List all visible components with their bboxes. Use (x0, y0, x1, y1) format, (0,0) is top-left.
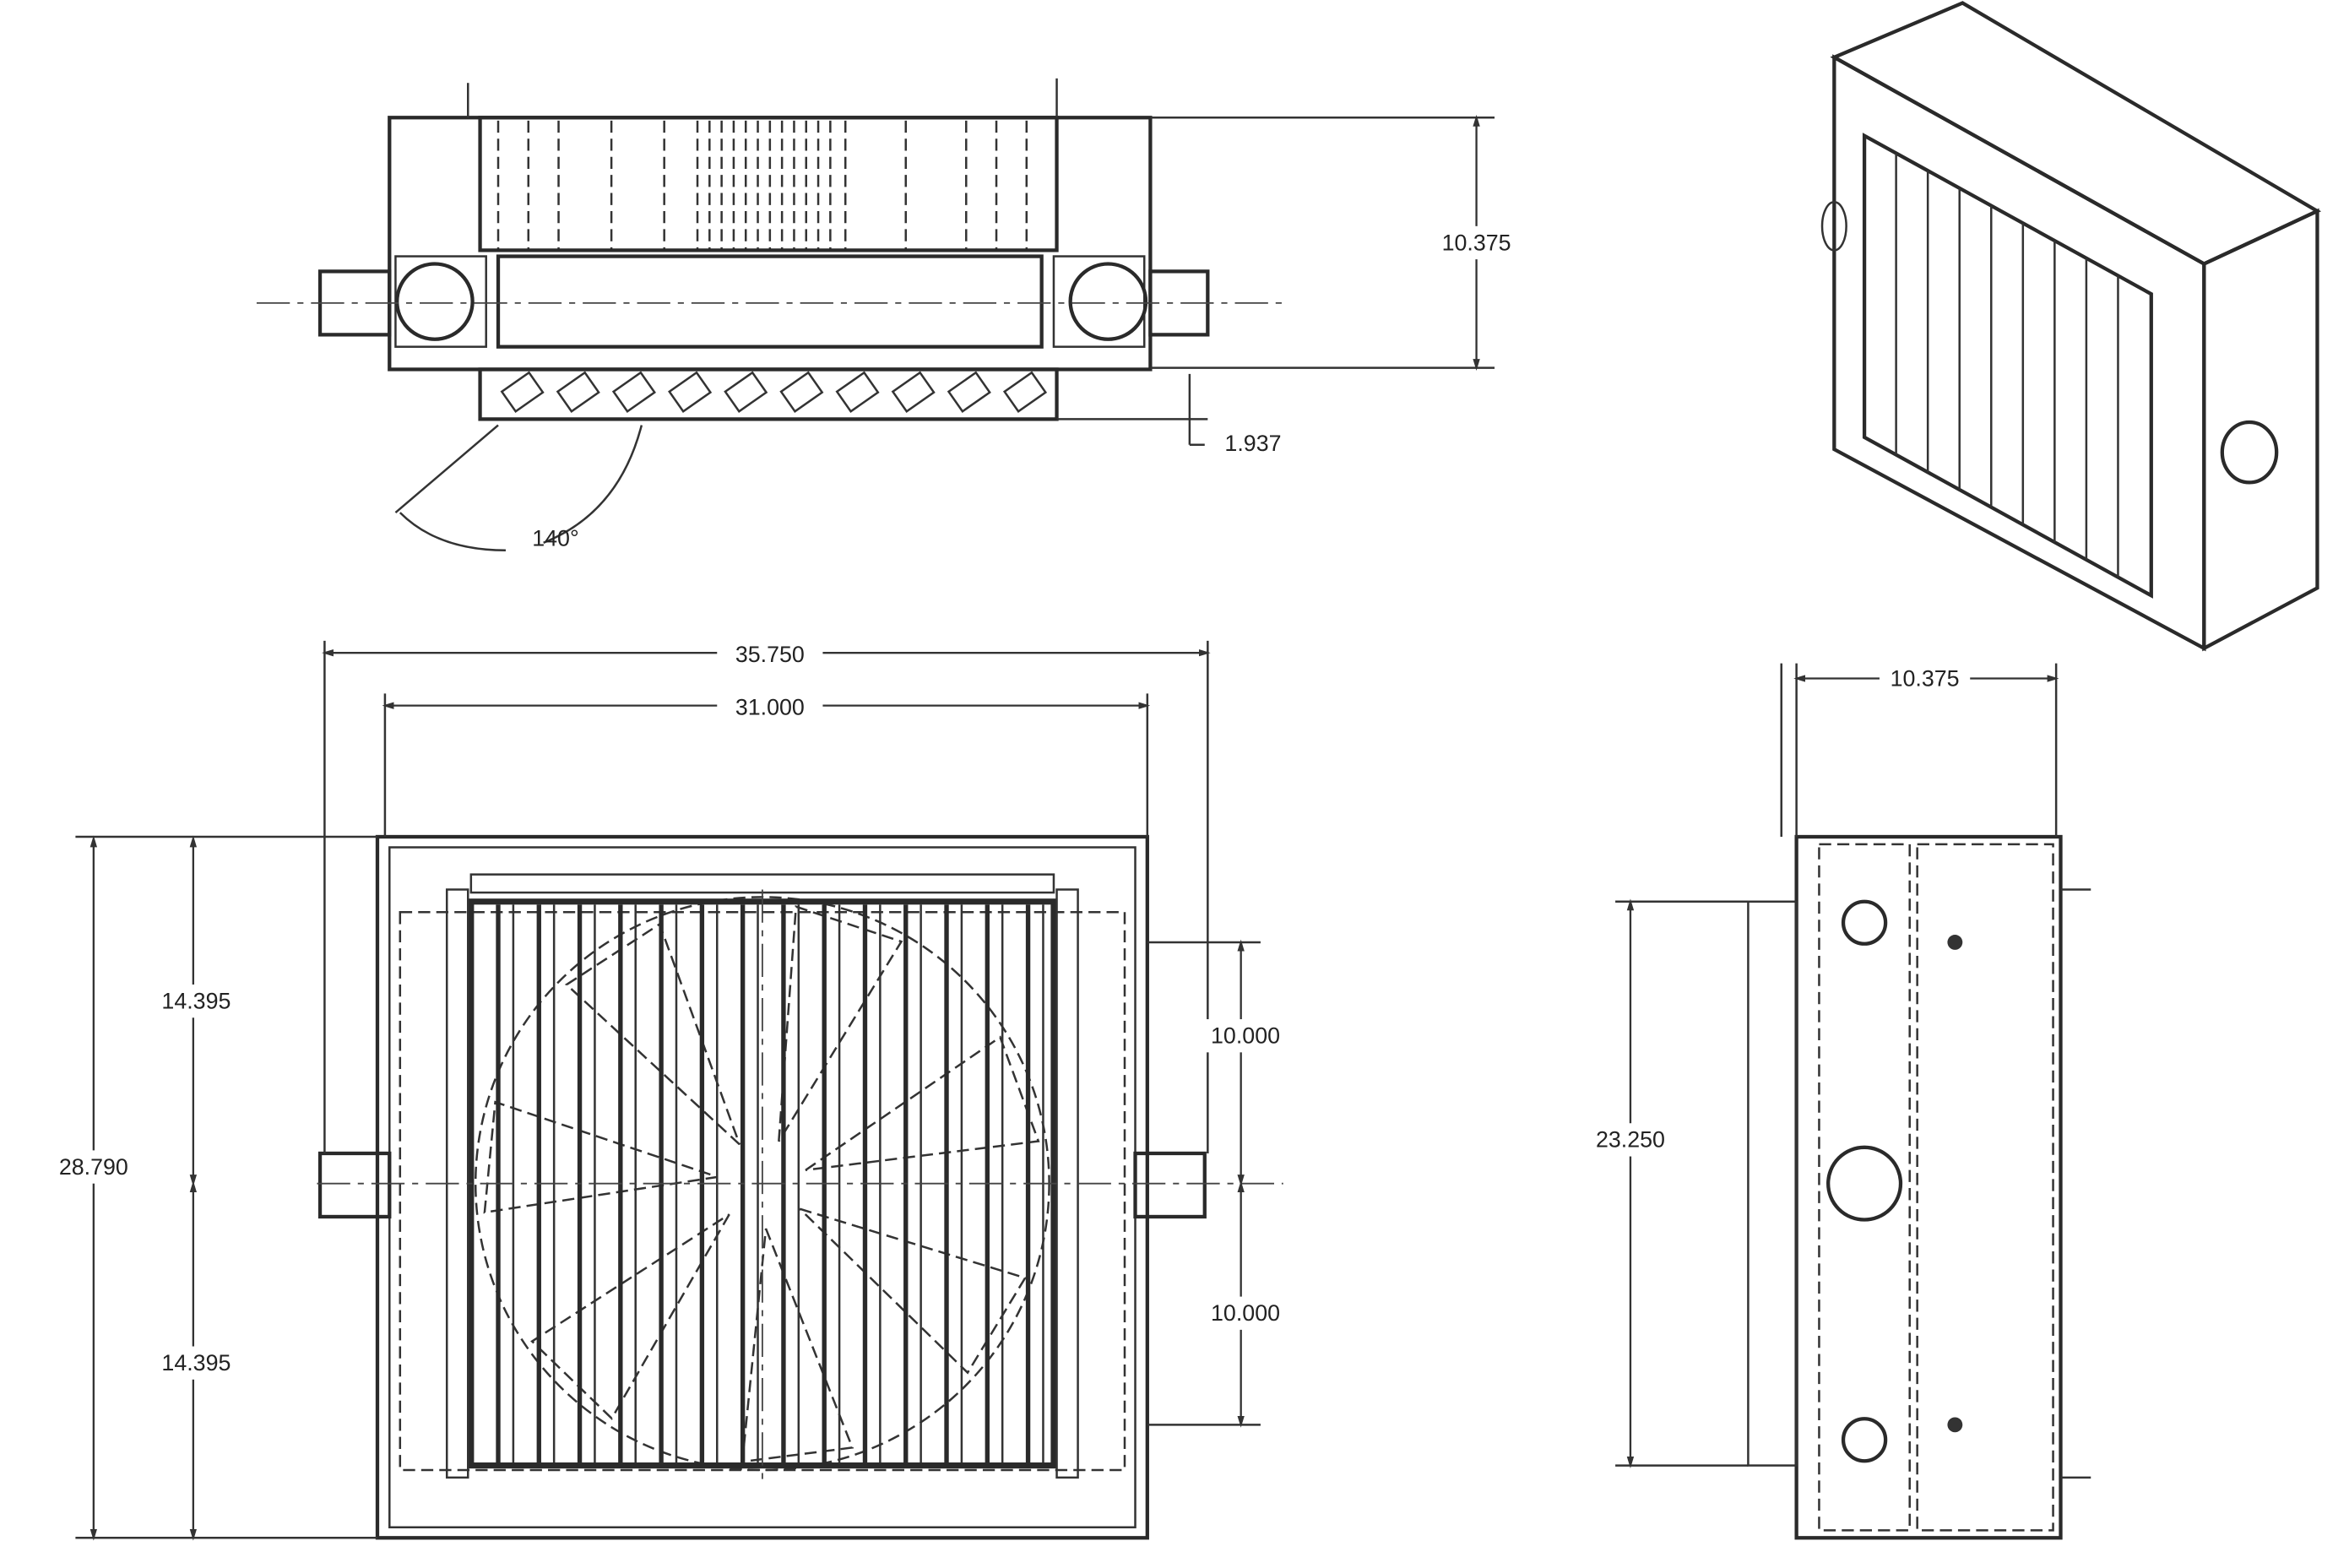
isometric-view (1820, 1, 2322, 652)
louver-blade (947, 371, 991, 413)
overall-width-dim: 35.750 (735, 642, 805, 667)
louver-angle-dim: 140° (532, 525, 578, 551)
louver-blade (891, 371, 936, 413)
fan-blade (799, 1207, 1028, 1375)
front-view: 35.750 31.000 28.790 14.395 14.395 10.00… (48, 638, 1291, 1541)
lower-offset-dim: 10.000 (1211, 1300, 1280, 1326)
top-view: 10.375 1.937 140° (256, 78, 1519, 551)
side-depth-dim: 10.375 (1891, 665, 1960, 691)
fan-blade (530, 1213, 730, 1420)
upper-half-height-dim: 14.395 (161, 988, 231, 1013)
side-height-dim: 23.250 (1596, 1127, 1665, 1153)
overall-height-dim: 28.790 (59, 1154, 128, 1180)
louver-blade (611, 371, 656, 413)
louver-blade (668, 371, 713, 413)
louver-blade (500, 371, 545, 413)
inlet-port (395, 262, 475, 341)
louver-blade (779, 371, 824, 413)
fan-blade (565, 922, 741, 1146)
upper-offset-dim: 10.000 (1211, 1023, 1280, 1049)
fan-blade (805, 1035, 1040, 1171)
top-height-dim: 10.375 (1442, 230, 1511, 255)
louver-assembly (478, 367, 1059, 421)
outlet-port (1068, 262, 1148, 341)
louver-blade (835, 371, 880, 413)
fan-blade (483, 1100, 719, 1214)
louver-depth-dim: 1.937 (1224, 431, 1281, 456)
louver-blade (556, 371, 600, 413)
inner-width-dim: 31.000 (735, 694, 805, 719)
side-view: 10.375 23.250 (1585, 663, 2091, 1540)
louver-blade (724, 371, 768, 413)
louver-blade (1002, 371, 1048, 413)
lower-half-height-dim: 14.395 (161, 1350, 231, 1375)
fan-blade (741, 1228, 854, 1463)
